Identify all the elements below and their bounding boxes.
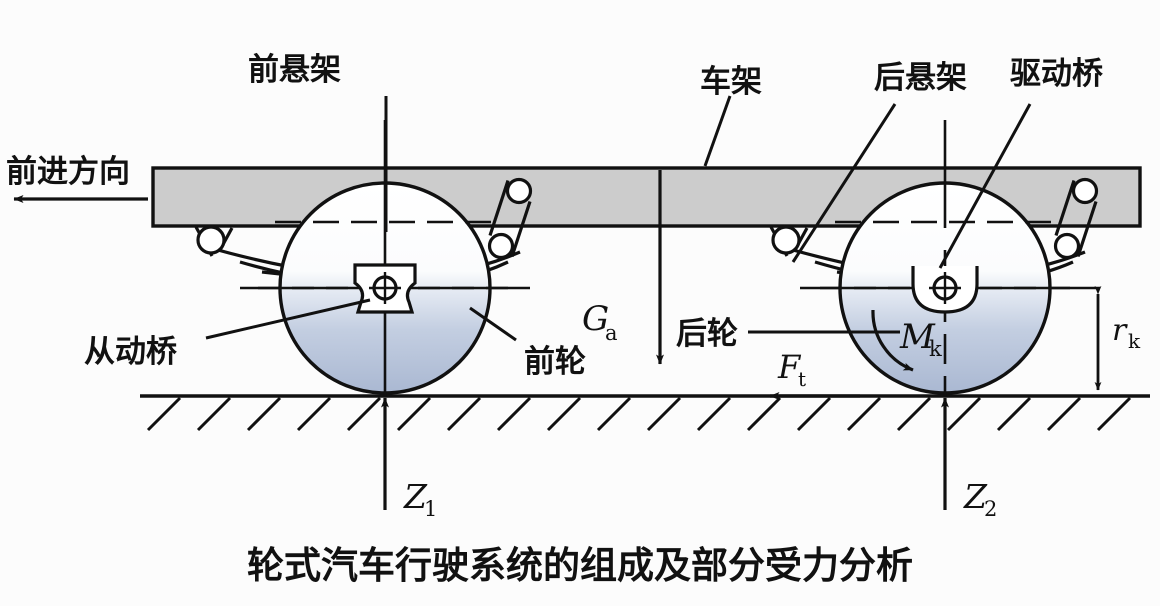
svg-text:F: F xyxy=(777,348,802,386)
drive-torque-arrow xyxy=(871,309,914,372)
label-rear-suspension: 后悬架 xyxy=(874,60,967,96)
label-frame: 车架 xyxy=(700,64,762,100)
rear-spring-eye xyxy=(769,225,809,257)
symbol-front-reaction: Z 1 xyxy=(403,477,437,521)
spring-shackle-link xyxy=(487,177,533,260)
svg-text:k: k xyxy=(929,337,942,361)
label-drive-axle: 驱动桥 xyxy=(1010,56,1103,92)
svg-text:M: M xyxy=(899,317,936,357)
rear-spring-shackle-link xyxy=(1053,177,1099,260)
leader-front-wheel xyxy=(469,306,517,342)
ground-hatching xyxy=(146,396,1132,432)
front-axle-hub xyxy=(353,263,417,314)
svg-text:2: 2 xyxy=(984,497,997,521)
svg-text:t: t xyxy=(798,367,806,391)
svg-text:Z: Z xyxy=(403,477,428,516)
svg-text:Z: Z xyxy=(963,477,988,516)
leader-driven-axle xyxy=(205,298,371,340)
svg-text:k: k xyxy=(1128,329,1141,353)
symbol-wheel-radius: r k xyxy=(1112,313,1141,353)
label-rear-wheel: 后轮 xyxy=(676,316,738,352)
svg-text:G: G xyxy=(582,299,609,339)
symbol-traction-force: F t xyxy=(777,348,806,391)
label-driven-axle: 从动桥 xyxy=(84,334,177,370)
front-spring-eye xyxy=(194,225,234,257)
svg-text:1: 1 xyxy=(424,497,437,521)
symbol-drive-torque: M k xyxy=(899,317,942,361)
label-front-wheel: 前轮 xyxy=(524,344,586,380)
rear-axle-hub xyxy=(911,266,979,314)
figure-caption: 轮式汽车行驶系统的组成及部分受力分析 xyxy=(247,544,913,587)
leader-drive-axle xyxy=(938,103,1032,269)
label-front-suspension: 前悬架 xyxy=(248,52,341,88)
svg-text:a: a xyxy=(605,321,618,345)
ground-surface-line xyxy=(140,394,1150,432)
symbol-vehicle-weight: G a xyxy=(582,299,618,345)
label-direction-of-travel: 前进方向 xyxy=(6,154,130,190)
leader-lines xyxy=(205,95,1032,342)
symbol-rear-reaction: Z 2 xyxy=(963,477,997,521)
leader-rear-suspension xyxy=(791,103,897,263)
svg-text:r: r xyxy=(1112,313,1128,348)
leader-frame xyxy=(703,95,732,167)
